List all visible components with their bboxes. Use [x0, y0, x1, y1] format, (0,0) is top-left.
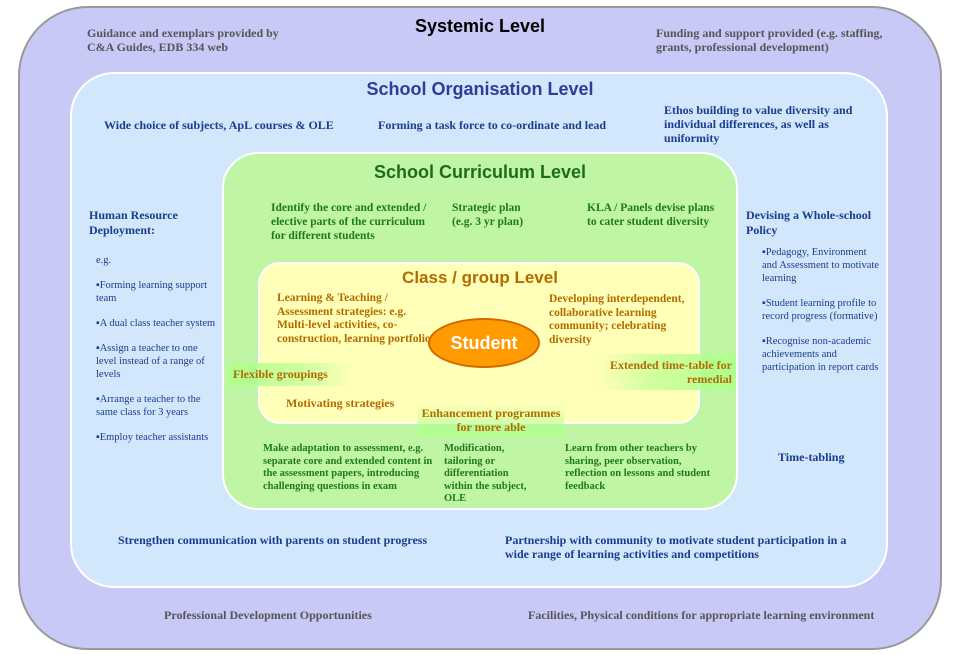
org-ethos: Ethos building to value diversity and in…: [664, 103, 853, 145]
school-organisation-level-title: School Organisation Level: [366, 79, 594, 99]
hr-item: ▪Employ teacher assistants: [96, 432, 209, 443]
systemic-funding: Funding and support provided (e.g. staff…: [656, 26, 883, 54]
systemic-level-title: Systemic Level: [414, 16, 546, 36]
hr-item: ▪Arrange a teacher to the same class for…: [96, 394, 201, 418]
org-partnership: Partnership with community to motivate s…: [505, 533, 847, 561]
org-task-force: Forming a task force to co-ordinate and …: [378, 118, 607, 132]
student-label: Student: [450, 332, 518, 353]
org-time-tabling: Time-tabling: [778, 450, 845, 464]
class-group-level-title: Class / group Level: [402, 268, 558, 287]
class-developing: Developing interdependent, collaborative…: [549, 293, 685, 346]
enhancement-label: Enhancement programmes for more able: [421, 406, 561, 434]
org-wide-choice: Wide choice of subjects, ApL courses & O…: [104, 118, 334, 132]
whole-school-policy-list: ▪Pedagogy, Environment and Assessment to…: [762, 246, 882, 386]
school-curriculum-level-title: School Curriculum Level: [373, 162, 587, 182]
hr-item: ▪Forming learning support team: [96, 280, 208, 304]
systemic-facilities: Facilities, Physical conditions for appr…: [528, 608, 875, 622]
class-extended-timetable: Extended time-table for remedial: [598, 354, 736, 390]
policy-item: ▪Recognise non-academic achievements and…: [762, 336, 879, 373]
curriculum-adaptation: Make adaptation to assessment, e.g. sepa…: [263, 443, 433, 492]
curriculum-strategic-plan: Strategic plan (e.g. 3 yr plan): [452, 202, 524, 228]
systemic-professional-development: Professional Development Opportunities: [164, 608, 372, 622]
class-strategies: Learning & Teaching / Assessment strateg…: [277, 292, 436, 345]
org-communication: Strengthen communication with parents on…: [118, 533, 428, 547]
class-flexible-groupings: Flexible groupings: [228, 363, 353, 386]
hr-deployment-title: Human Resource Deployment:: [89, 208, 178, 237]
whole-school-policy-title: Devising a Whole-school Policy: [746, 208, 872, 237]
student-ellipse: Student: [428, 318, 540, 368]
curriculum-kla: KLA / Panels devise plans to cater stude…: [587, 202, 715, 228]
extended-timetable-label: Extended time-table for remedial: [610, 358, 732, 386]
hr-deployment-list: e.g. ▪Forming learning support team ▪A d…: [96, 254, 216, 456]
class-enhancement: Enhancement programmes for more able: [418, 403, 564, 437]
hr-item: ▪Assign a teacher to one level instead o…: [96, 343, 205, 380]
hr-item: ▪A dual class teacher system: [96, 318, 216, 329]
curriculum-core: Identify the core and extended / electiv…: [271, 202, 427, 242]
flexible-groupings-label: Flexible groupings: [233, 367, 328, 381]
hr-item: e.g.: [96, 255, 112, 266]
class-motivating-strategies: Motivating strategies: [286, 396, 395, 410]
systemic-guidance: Guidance and exemplars provided by C&A G…: [87, 26, 279, 54]
curriculum-learn: Learn from other teachers by sharing, pe…: [565, 443, 711, 492]
policy-item: ▪Pedagogy, Environment and Assessment to…: [762, 247, 879, 284]
curriculum-modification: Modification, tailoring or differentiati…: [444, 443, 527, 504]
policy-item: ▪Student learning profile to record prog…: [762, 298, 878, 322]
